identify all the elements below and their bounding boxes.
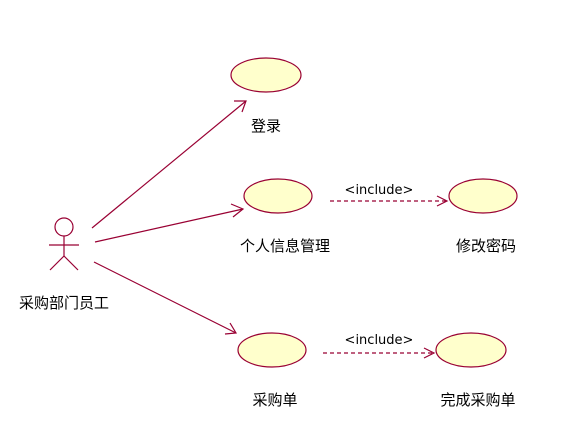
association-login: [91, 100, 247, 229]
association-purchase-order: [93, 261, 238, 335]
actor-figure[interactable]: [49, 217, 79, 271]
use-case-purchase-order-label: 采购单: [252, 391, 297, 409]
use-case-purchase-order[interactable]: [237, 332, 307, 368]
use-case-change-password-label: 修改密码: [456, 237, 516, 255]
include-stereotype-2: <include>: [345, 333, 414, 348]
actor-head: [54, 217, 74, 237]
use-case-login-label: 登录: [251, 117, 281, 135]
include-dependency-1: [330, 195, 449, 207]
actor-left-leg: [49, 255, 65, 271]
actor-label: 采购部门员工: [19, 294, 109, 312]
use-case-change-password[interactable]: [448, 178, 518, 214]
use-case-complete-purchase-order-label: 完成采购单: [440, 391, 515, 409]
use-case-personal-info[interactable]: [243, 178, 313, 214]
include-dependency-2: [323, 347, 436, 359]
actor-right-leg: [63, 255, 79, 271]
use-case-login[interactable]: [230, 57, 302, 93]
use-case-complete-purchase-order[interactable]: [435, 332, 507, 368]
use-case-personal-info-label: 个人信息管理: [240, 237, 330, 255]
include-stereotype-1: <include>: [345, 183, 414, 198]
association-personal-info: [94, 203, 245, 243]
